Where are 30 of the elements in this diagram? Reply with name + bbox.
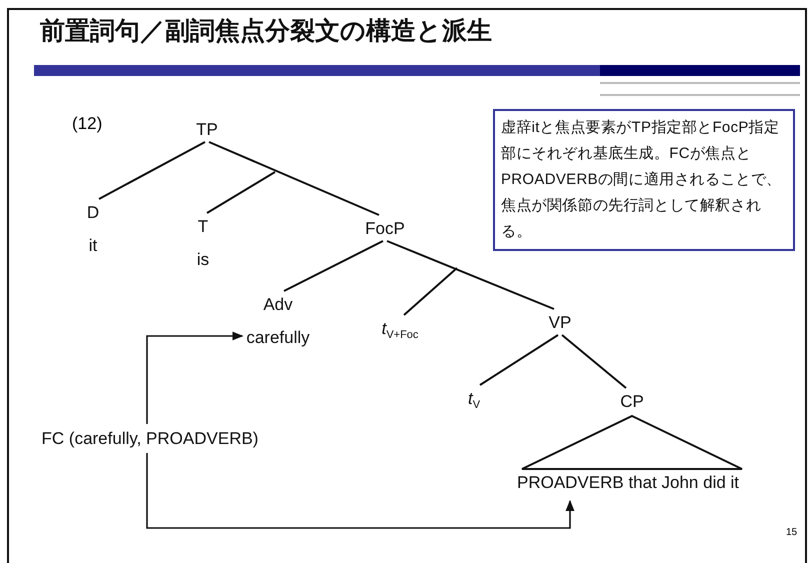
tree-label: CP — [620, 391, 644, 413]
tree-label: FocP — [365, 218, 405, 240]
tree-leaf: it — [88, 235, 98, 257]
tree-branch — [284, 240, 384, 292]
category-label: T — [196, 216, 210, 238]
callout-text: 虚辞itと焦点要素がTP指定部とFocP指定部にそれぞれ基底生成。FCが焦点とPROADVERBの間に適用されることで、焦点が関係節の先行詞として解釈される。 — [501, 118, 782, 242]
callout-box — [493, 109, 795, 251]
tree-branch — [403, 267, 458, 316]
trace-label: t$_{V}$ — [468, 388, 480, 413]
operation-text: FC (carefully, PROADVERB) — [42, 428, 258, 450]
tree-branch — [98, 141, 206, 200]
slide-title: 前置詞句／副詞焦点分裂文の構造と派生 — [40, 15, 492, 47]
tree-label: VP — [548, 312, 572, 334]
tree-branch — [208, 141, 380, 216]
clause-text: PROADVERB that John did it — [516, 472, 740, 494]
tree-leaf: is — [196, 249, 210, 271]
category-label: Adv — [262, 294, 294, 316]
movement-arrow — [146, 453, 574, 529]
movement-arrow — [146, 332, 244, 424]
tree-branch — [561, 334, 627, 389]
tree-label: TP — [196, 119, 218, 141]
tree-branch — [386, 240, 554, 310]
example-number: (12) — [72, 114, 102, 134]
tree-leaf: carefully — [246, 327, 310, 349]
triangle-branch — [521, 414, 743, 470]
category-label: D — [86, 202, 100, 224]
tree-branch — [206, 171, 276, 214]
tree-branch — [479, 334, 559, 386]
page-number: 15 — [786, 527, 798, 538]
trace-label: t$_{V+Foc}$ — [382, 318, 418, 343]
